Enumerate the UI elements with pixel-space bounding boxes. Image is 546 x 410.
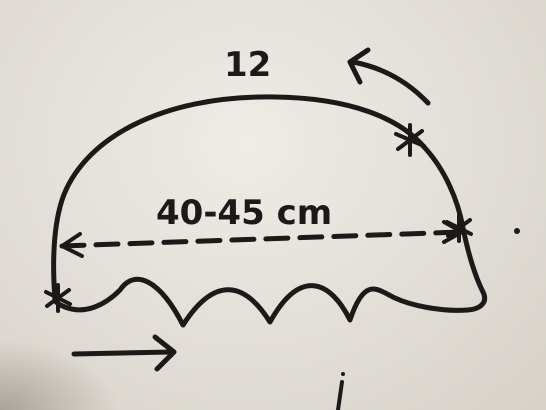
ink-stroke-bottom [336, 380, 344, 410]
arrow-right-icon [71, 334, 177, 372]
width-measure-label: 40-45 cm [156, 193, 332, 233]
ink-dot [514, 228, 520, 234]
star-marker-top-right [394, 123, 426, 157]
dome-outline [51, 94, 488, 328]
star-marker-right [445, 213, 473, 243]
star-marker-left [44, 283, 72, 313]
measure-arrowhead-left [60, 232, 84, 258]
curved-arrow-up-left-icon [347, 47, 431, 106]
measure-dashed-line [59, 229, 465, 249]
ink-dot-bottom [341, 372, 345, 376]
top-number-label: 12 [224, 45, 271, 85]
